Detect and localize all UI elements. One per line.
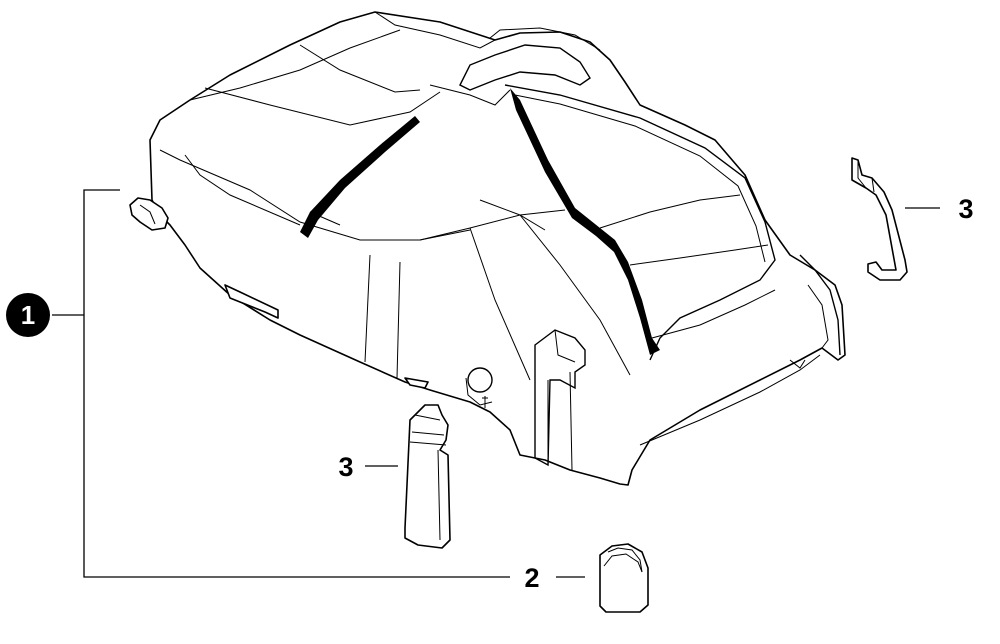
callout-3-label-right: 3 xyxy=(958,194,973,224)
rubber-plug xyxy=(599,543,649,613)
callout-3-label-left: 3 xyxy=(338,452,353,482)
callout-leaders xyxy=(52,189,940,578)
callout-1-badge: 1 xyxy=(6,293,50,337)
cover-housing xyxy=(129,11,846,486)
callout-2-label: 2 xyxy=(524,563,539,593)
callout-1-number: 1 xyxy=(21,300,35,330)
spring-clip-right xyxy=(851,157,908,281)
spring-clip-left xyxy=(404,404,451,549)
